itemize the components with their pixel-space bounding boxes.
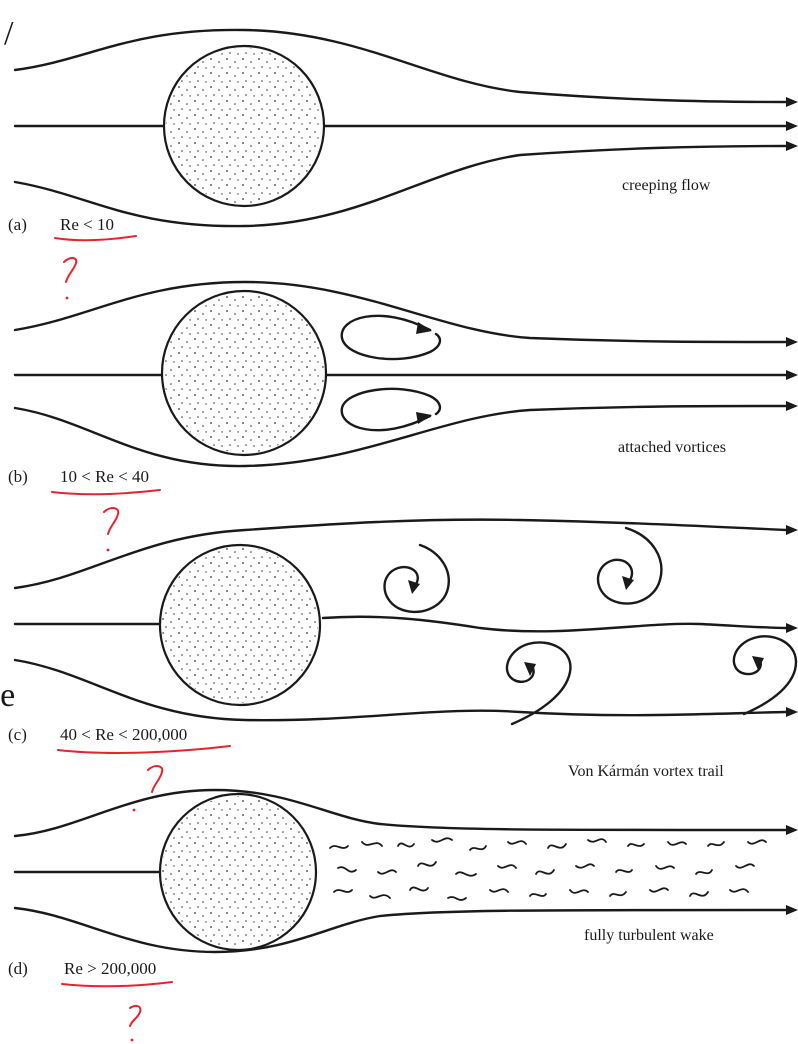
annotation-underline	[55, 236, 136, 240]
arrowhead	[786, 905, 798, 915]
arrowhead	[786, 337, 798, 347]
arrowhead	[786, 97, 798, 107]
case-label-b: (b)	[8, 467, 28, 486]
annotation-underline	[62, 982, 172, 986]
arrowhead	[786, 525, 798, 535]
annotation-question-mark	[64, 258, 76, 282]
attached-vortex-upper	[342, 316, 440, 359]
sphere-stipple	[166, 48, 322, 204]
vortex-spiral	[598, 528, 661, 604]
streamline-upper	[15, 30, 786, 102]
vortex-spiral	[385, 545, 449, 612]
arrowhead	[786, 623, 798, 633]
streamline-upper	[15, 790, 786, 836]
arrowhead	[786, 141, 798, 151]
arrowhead	[416, 412, 432, 424]
arrowhead	[786, 370, 798, 380]
condition-b: 10 < Re < 40	[60, 467, 149, 486]
arrowhead	[786, 401, 798, 411]
annotation-underline	[52, 490, 160, 494]
arrowhead	[416, 322, 432, 334]
description-c: Von Kármán vortex trail	[568, 763, 724, 780]
annotation-question-mark	[104, 508, 118, 534]
annotation-question-mark	[130, 1006, 140, 1026]
streamline-lower	[15, 660, 786, 720]
annotation-dot	[107, 549, 110, 552]
panel-a: (a) Re < 10 creeping flow	[8, 30, 798, 299]
case-label-d: (d)	[8, 959, 28, 978]
attached-vortex-lower	[342, 389, 440, 430]
arrowhead	[786, 825, 798, 835]
streamline-lower	[15, 406, 786, 466]
description-a: creeping flow	[622, 177, 711, 194]
annotation-question-mark	[148, 766, 162, 792]
arrowhead	[786, 121, 798, 131]
sphere-stipple	[164, 293, 324, 453]
fragment-left-side: 'e	[0, 677, 15, 714]
annotation-dot	[131, 1039, 134, 1042]
annotation-dot	[133, 809, 136, 812]
sphere-stipple	[162, 547, 318, 703]
condition-d: Re > 200,000	[64, 959, 156, 978]
condition-a: Re < 10	[60, 215, 114, 234]
annotation-dot	[66, 297, 69, 300]
panel-d: (d) Re > 200,000 fully turbulent wake	[8, 790, 798, 1041]
description-b: attached vortices	[618, 439, 726, 456]
streamline-upper	[15, 282, 786, 342]
arrowhead	[786, 707, 798, 717]
sphere-stipple	[162, 796, 314, 948]
arrowhead	[752, 656, 764, 670]
annotation-underline	[58, 746, 230, 753]
vortex-spiral	[734, 636, 796, 714]
description-d: fully turbulent wake	[584, 927, 714, 944]
condition-c: 40 < Re < 200,000	[60, 725, 187, 744]
panel-c: (c) 40 < Re < 200,000 Von Kármán vortex …	[8, 520, 798, 812]
panel-b: (b) 10 < Re < 40 attached vortices	[8, 282, 798, 551]
case-label-c: (c)	[8, 725, 27, 744]
streamline-upper	[15, 520, 786, 588]
case-label-a: (a)	[8, 215, 27, 234]
streamline-center-right	[323, 617, 786, 632]
fragment-top-left: /	[4, 15, 14, 52]
turbulent-wake	[330, 838, 766, 900]
